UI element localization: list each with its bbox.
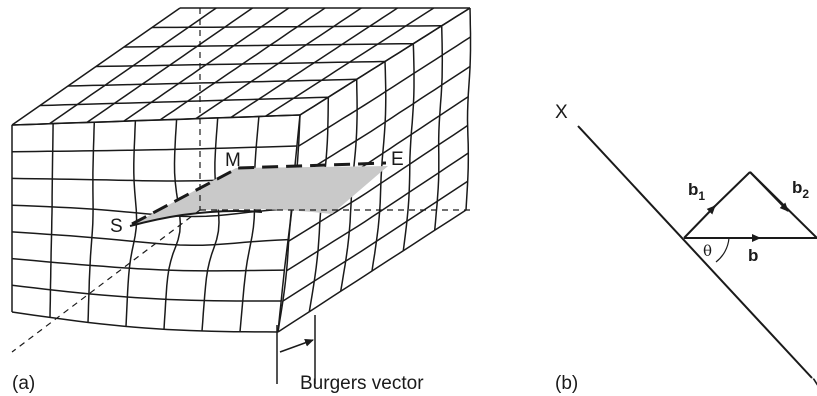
lattice-column-line [125, 120, 138, 327]
lattice-row-line [151, 25, 442, 29]
lattice-column-line [402, 43, 415, 251]
burgers-vector-caption: Burgers vector [300, 373, 424, 394]
line-xy [577, 125, 813, 379]
vector-b1 [683, 205, 716, 239]
panel-b-label: (b) [555, 373, 578, 394]
point-e-label: E [391, 149, 404, 170]
lattice-row-line [288, 124, 469, 242]
crystal-lattice-block [11, 7, 472, 333]
point-s-label: S [110, 216, 123, 237]
lattice-row-line [295, 65, 471, 179]
vector-b1-label: b1 [688, 180, 705, 203]
vector-b2-label: b2 [792, 178, 809, 201]
lattice-row-line [277, 209, 467, 333]
point-x-label: X [555, 102, 568, 123]
lattice-row-line [286, 152, 469, 272]
lattice-column-line [49, 123, 54, 318]
lattice-row-line [11, 231, 289, 247]
lattice-row-line [11, 114, 301, 126]
lattice-row-line [67, 78, 357, 87]
lattice-column-line [201, 117, 220, 332]
slip-plane-region [130, 166, 388, 226]
burgers-circuit-dashed-line [131, 161, 387, 226]
lattice-top-face [11, 7, 471, 126]
lattice-row-line [11, 145, 297, 153]
lattice-column-line [277, 114, 301, 333]
lattice-column-line [433, 25, 444, 231]
lattice-row-line [11, 311, 279, 333]
lattice-column-line [465, 7, 472, 211]
lattice-row-line [299, 7, 471, 116]
point-m-label: M [225, 150, 241, 171]
panel-a-label: (a) [12, 373, 35, 394]
lattice-column-line [87, 122, 96, 323]
vector-b-label: b [748, 246, 758, 265]
lattice-row-line [123, 42, 414, 48]
angle-arc [715, 237, 730, 263]
hidden-edges [11, 8, 470, 353]
angle-theta-label: θ [703, 242, 712, 260]
burgers-vector-marker [276, 315, 316, 384]
lattice-row-line [95, 60, 386, 68]
lattice-column-line [239, 116, 260, 332]
lattice-row-line [11, 257, 285, 272]
lattice-column-line [163, 119, 182, 330]
point-y-label: Y [812, 376, 817, 396]
lattice-row-line [282, 180, 469, 302]
vector-b2-arrow [749, 171, 789, 212]
vector-b1-tail [712, 171, 751, 209]
lattice-row-line [11, 284, 282, 302]
lattice-column-line [277, 114, 301, 333]
vector-diagram [577, 125, 817, 379]
lattice-row-line [298, 36, 471, 147]
lattice-front-face [11, 114, 301, 333]
lattice-row-line [39, 96, 329, 107]
slip-plane-edge [129, 210, 263, 227]
